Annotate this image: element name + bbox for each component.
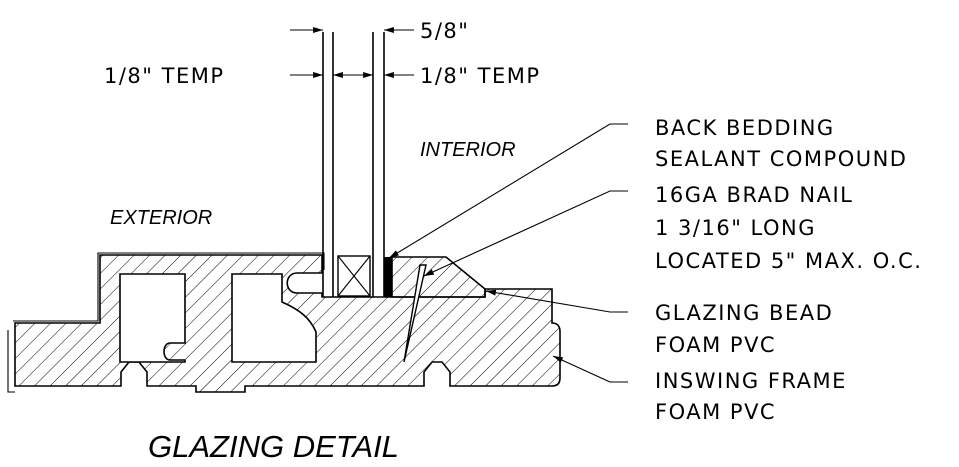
glazing-bead bbox=[391, 256, 486, 298]
callout-back-bedding-line2: SEALANT COMPOUND bbox=[655, 147, 907, 171]
callout-leaders bbox=[388, 123, 628, 383]
callout-brad-nail-line2: 1 3/16" LONG bbox=[655, 216, 816, 240]
brad-nail bbox=[403, 264, 427, 363]
glass-unit bbox=[322, 32, 392, 297]
inswing-frame bbox=[7, 252, 561, 393]
interior-label: INTERIOR bbox=[420, 139, 516, 161]
callout-brad-nail-line1: 16GA BRAD NAIL bbox=[655, 183, 853, 207]
callout-inswing-frame-line1: INSWING FRAME bbox=[655, 369, 847, 393]
drawing-title: GLAZING DETAIL bbox=[148, 429, 399, 464]
callout-glazing-bead-line1: GLAZING BEAD bbox=[655, 301, 833, 325]
callout-back-bedding-line1: BACK BEDDING bbox=[655, 116, 835, 140]
dim-overall-label: 5/8" bbox=[420, 19, 469, 43]
dim-left-glass-label: 1/8" TEMP bbox=[104, 64, 225, 88]
dim-right-glass-label: 1/8" TEMP bbox=[420, 64, 541, 88]
dimension-arrows bbox=[290, 27, 414, 78]
exterior-label: EXTERIOR bbox=[110, 207, 212, 229]
callout-glazing-bead-line2: FOAM PVC bbox=[655, 333, 776, 357]
callout-brad-nail-line3: LOCATED 5" MAX. O.C. bbox=[655, 249, 922, 273]
callout-inswing-frame-line2: FOAM PVC bbox=[655, 400, 776, 424]
